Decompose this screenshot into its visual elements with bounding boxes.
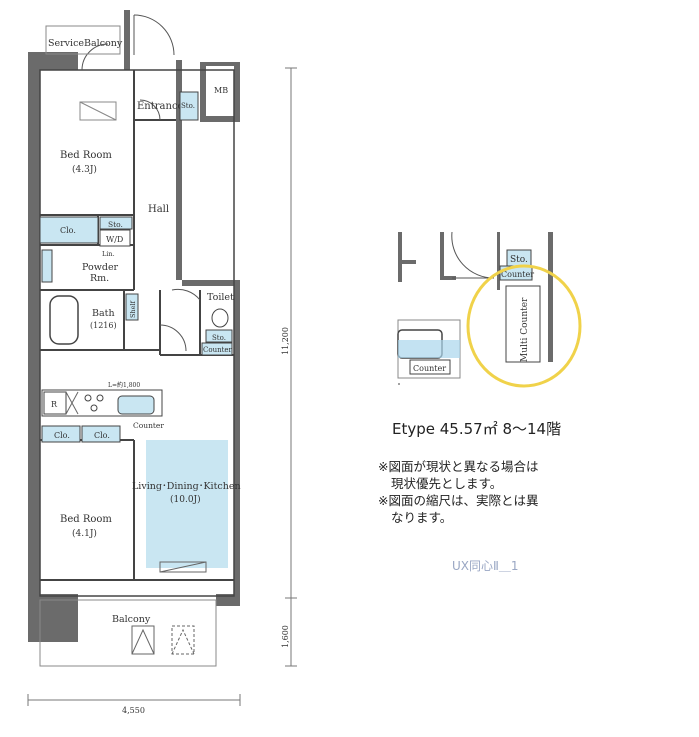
service-balcony	[45, 25, 121, 55]
highlight-circle	[466, 264, 582, 388]
ldk-window	[159, 561, 207, 573]
ldk-size: (10.0J)	[170, 494, 201, 505]
unit-type-title: Etype 45.57㎡ 8～14階	[392, 420, 562, 438]
powder-room-label-2: Rm.	[90, 273, 109, 284]
width-dimension: 4,550	[122, 706, 145, 715]
hall-label: Hall	[148, 204, 169, 215]
closet-north	[39, 216, 99, 244]
note-scale: ※図面の縮尺は、実際とは異 なります。	[378, 492, 608, 526]
storage-north	[99, 216, 133, 230]
toilet-storage	[205, 329, 233, 343]
bath-label: Bath	[92, 308, 115, 319]
bedroom-north-window	[79, 101, 117, 121]
toilet-bowl	[211, 308, 229, 328]
powder-room-label: Powder	[82, 262, 119, 273]
detail-counter-bottom-label: Counter	[413, 364, 446, 373]
kitchen-counter-label: Counter	[133, 421, 164, 430]
door-swings	[81, 14, 201, 352]
multi-counter	[505, 285, 541, 363]
bath-size: (1216)	[90, 321, 117, 330]
kitchen-sink	[117, 395, 155, 415]
closet-south-1-label: Clo.	[54, 431, 70, 440]
bedroom-north-size: (4.3J)	[72, 164, 97, 175]
kitchen-width-label: L=約1,800	[108, 381, 140, 389]
cooktop-icon	[84, 394, 104, 412]
washer-space	[99, 229, 131, 247]
service-balcony-label: ServiceBalcony	[48, 38, 123, 49]
depth-dimension: 11,200	[281, 327, 290, 355]
detail-counter-top-label: Counter	[501, 270, 534, 279]
entrance-storage	[179, 91, 199, 121]
closet-south-2-label: Clo.	[94, 431, 110, 440]
plan-code: UX同心Ⅱ＿1	[452, 559, 519, 573]
detail-storage-label: Sto.	[510, 255, 528, 265]
multi-counter-label: Multi Counter	[520, 297, 530, 362]
entrance-storage-label: Sto.	[181, 102, 195, 110]
detail-sink-counter	[398, 340, 460, 358]
exterior-walls	[28, 10, 240, 642]
mb-label: MB	[214, 86, 228, 95]
balcony-depth-dimension: 1,600	[281, 625, 290, 648]
toilet-counter-label: Counter	[203, 346, 233, 354]
note-current-state: ※図面が現状と異なる場合は 現状優先とします。	[378, 458, 608, 492]
ldk-label: Living･Dining･Kitchen	[132, 481, 241, 492]
storage-north-label: Sto.	[108, 220, 123, 229]
bedroom-south-label: Bed Room	[60, 514, 112, 525]
bedroom-south-size: (4.1J)	[72, 528, 97, 539]
shelf	[125, 293, 139, 321]
note-scale-line2: なります。	[391, 510, 453, 525]
bedroom-north-label: Bed Room	[60, 150, 112, 161]
powder-sink	[41, 249, 53, 283]
note-current-state-line2: 現状優先とします。	[391, 476, 503, 491]
detail-counter-bottom	[409, 359, 451, 375]
closet-north-label: Clo.	[60, 226, 76, 235]
fridge-label: R	[51, 400, 58, 409]
dimension-lines	[27, 67, 297, 706]
toilet-label: Toilet	[207, 292, 234, 303]
ldk-floor	[146, 440, 228, 568]
fridge	[43, 391, 67, 415]
closet-south-2	[81, 425, 121, 443]
entrance-label: Entrance	[137, 101, 184, 112]
walk-in-label: W/D	[106, 235, 123, 244]
note-scale-line1: ※図面の縮尺は、実際とは異	[378, 493, 539, 508]
detail-walls	[398, 232, 553, 362]
toilet-storage-label: Sto.	[212, 334, 226, 342]
detail-inset: Sto. Counter Multi Counter Counter	[397, 231, 582, 388]
balcony-units-icon	[131, 625, 195, 655]
balcony-label: Balcony	[112, 614, 151, 625]
bathtub	[49, 295, 79, 345]
detail-door-swing	[451, 231, 495, 279]
toilet-counter	[201, 342, 233, 356]
closet-south-1	[41, 425, 81, 443]
note-current-state-line1: ※図面が現状と異なる場合は	[378, 459, 539, 474]
balcony	[39, 599, 217, 667]
shelf-label: Shelf	[129, 300, 137, 318]
lin-label: Lin.	[102, 250, 115, 258]
